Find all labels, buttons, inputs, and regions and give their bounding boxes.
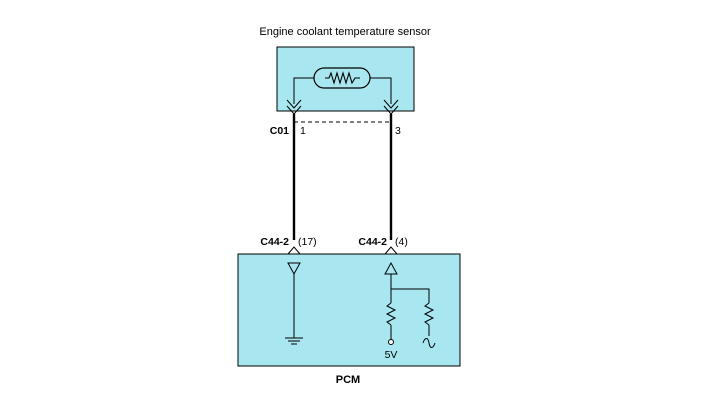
pcm-connector-left-label: C44-2 (260, 236, 289, 248)
supply-terminal (388, 339, 394, 345)
pcm-pin-4: (4) (395, 236, 408, 248)
connector-c01-label: C01 (270, 125, 289, 137)
sensor-box (276, 46, 415, 112)
pcm-connector-arrows (287, 246, 398, 255)
pcm-box (237, 253, 461, 367)
sensor-title: Engine coolant temperature sensor (259, 26, 431, 38)
resistor-icon (385, 302, 397, 339)
resistor-icon (423, 302, 435, 336)
supply-voltage-label: 5V (385, 349, 398, 361)
pcm-connector-right-label: C44-2 (358, 236, 387, 248)
pcm-right-circuit (384, 261, 430, 303)
sensor-pin-3: 3 (395, 125, 401, 137)
sensor-internal-wiring (286, 77, 399, 115)
ac-source-icon (422, 338, 436, 348)
pcm-pin-17: (17) (298, 236, 317, 248)
sensor-pin-1: 1 (300, 125, 306, 137)
pcm-label: PCM (336, 374, 360, 386)
ground-icon (285, 262, 303, 345)
